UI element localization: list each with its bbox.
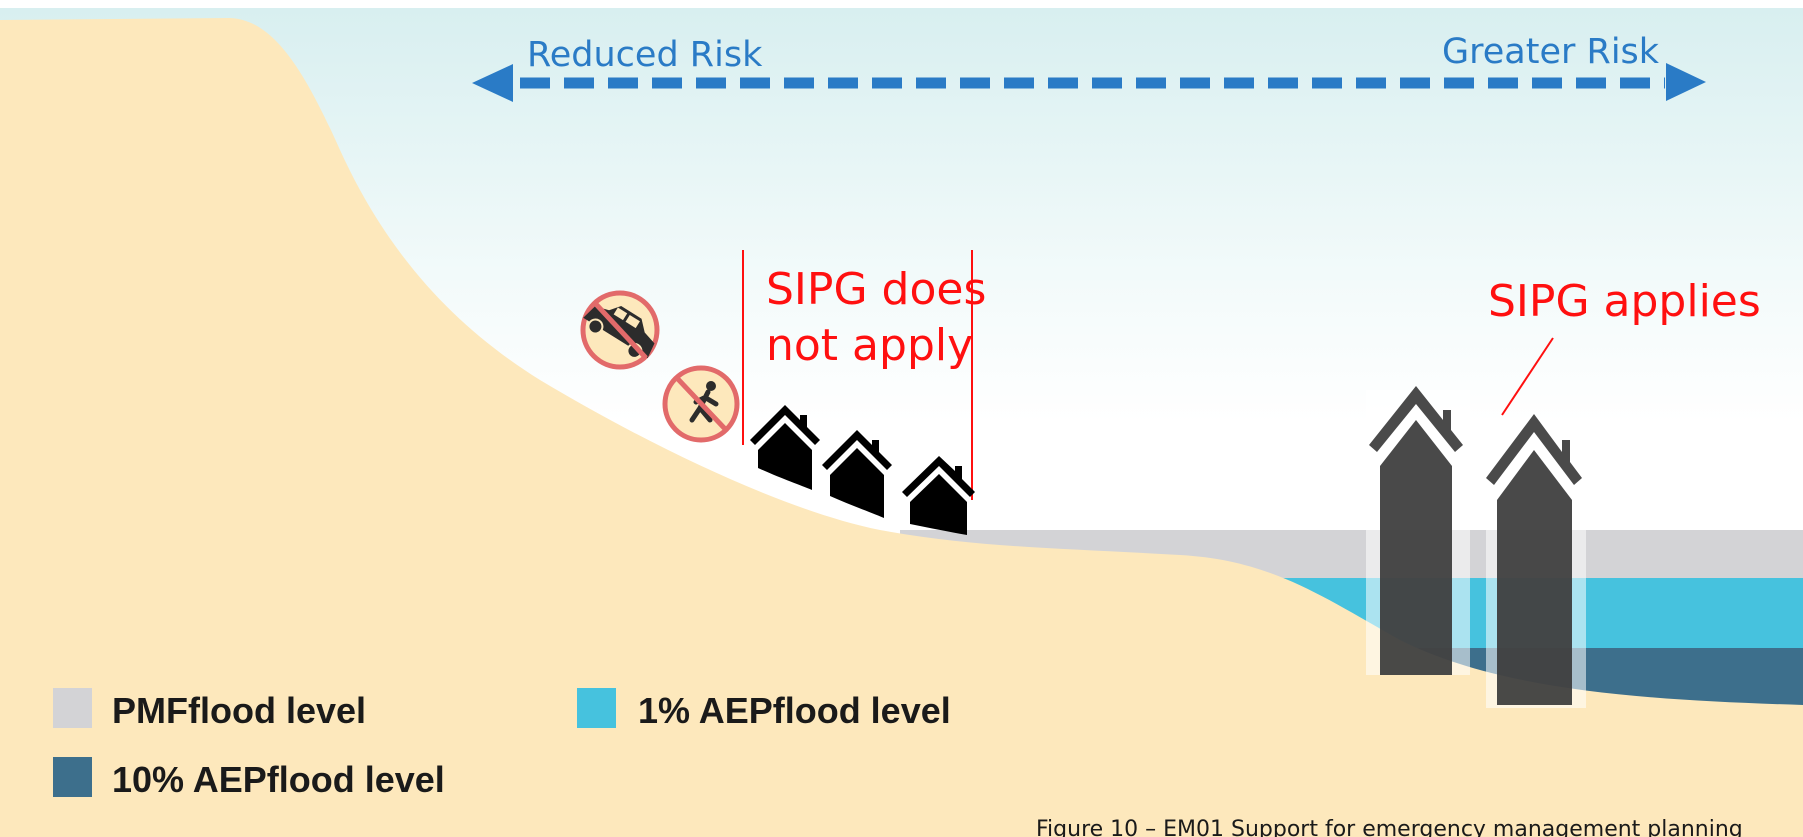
- legend: PMFflood level 1% AEPflood level 10% AEP…: [53, 688, 951, 800]
- greater-risk-label: Greater Risk: [1442, 32, 1660, 72]
- arrow-left-head: [472, 64, 513, 102]
- legend-label-aep10: 10% AEPflood level: [112, 759, 445, 800]
- legend-label-aep1: 1% AEPflood level: [638, 690, 951, 731]
- house-icon: [902, 456, 975, 535]
- legend-swatch-pmf: [53, 688, 92, 728]
- no-car-icon: [580, 290, 660, 370]
- house-icon: [822, 430, 892, 518]
- legend-swatch-aep1: [577, 688, 616, 728]
- risk-arrow: [472, 63, 1706, 102]
- house-icon: [750, 405, 820, 490]
- legend-swatch-aep10: [53, 757, 92, 797]
- tall-building-icon: [1366, 386, 1470, 675]
- no-pedestrian-icon: [662, 365, 740, 443]
- sipg-applies-label: SIPG applies: [1488, 276, 1761, 327]
- figure-caption: Figure 10 – EM01 Support for emergency m…: [1036, 817, 1743, 837]
- legend-label-pmf: PMFflood level: [112, 690, 366, 731]
- sipg-not-apply-label-line1: SIPG does: [766, 264, 986, 315]
- ground-hill: [0, 18, 1803, 837]
- sipg-not-apply-label-line2: not apply: [766, 320, 973, 371]
- arrow-right-head: [1666, 63, 1706, 101]
- reduced-risk-label: Reduced Risk: [527, 35, 763, 75]
- tall-building-icon: [1486, 414, 1586, 708]
- sipg-applies-pointer: [1501, 337, 1554, 416]
